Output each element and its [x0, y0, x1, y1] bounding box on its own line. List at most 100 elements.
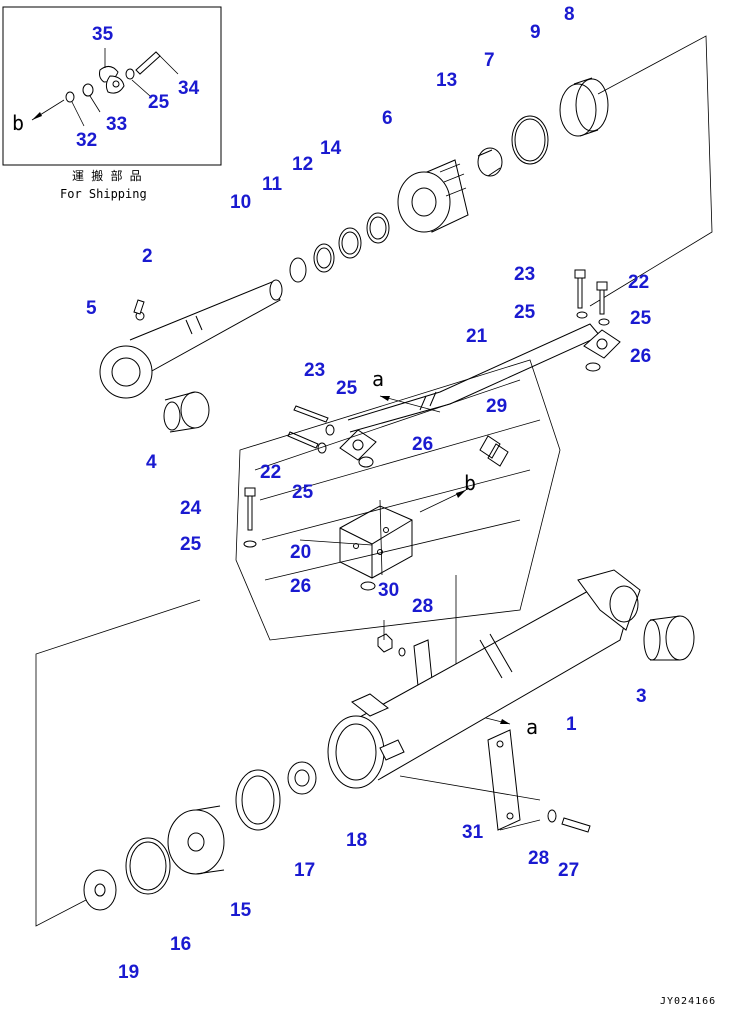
- callout-26b: 26: [412, 434, 433, 455]
- callout-5: 5: [86, 298, 97, 319]
- nut-icon: [82, 83, 94, 97]
- callout-29: 29: [486, 396, 507, 417]
- clamp-half-icon: [105, 75, 125, 94]
- bolt-icon: [287, 431, 319, 449]
- seal-ring: [125, 837, 171, 895]
- bolt-icon: [247, 495, 253, 531]
- nut-icon: [377, 633, 393, 653]
- callout-31: 31: [462, 822, 484, 843]
- callout-3: 3: [636, 686, 647, 707]
- callout-10: 10: [230, 192, 251, 213]
- bolt-icon: [599, 289, 605, 315]
- callout-2: 2: [142, 246, 153, 267]
- callout-12: 12: [292, 154, 313, 175]
- cylinder-assembly: [35, 569, 695, 927]
- view-ref-a-top: a: [372, 367, 384, 391]
- o-ring: [511, 115, 549, 165]
- inset-ref-letter: b: [12, 111, 24, 135]
- piston: [167, 809, 225, 875]
- callout-6: 6: [382, 108, 393, 129]
- callout-18: 18: [346, 830, 367, 851]
- flange: [583, 329, 621, 359]
- ring: [338, 227, 362, 259]
- callout-4: 4: [146, 452, 157, 473]
- callout-26a: 26: [630, 346, 651, 367]
- snap-ring: [289, 257, 307, 283]
- flange: [351, 693, 389, 717]
- callout-13: 13: [436, 70, 457, 91]
- o-ring-icon: [585, 362, 601, 372]
- callout-20: 20: [290, 542, 311, 563]
- callout-27: 27: [558, 860, 579, 881]
- callout-8: 8: [564, 4, 575, 25]
- callout-25d: 25: [292, 482, 314, 503]
- callout-30: 30: [378, 580, 399, 601]
- callout-25b: 25: [630, 308, 652, 329]
- callout-28b: 28: [528, 848, 549, 869]
- washer-icon: [576, 311, 588, 319]
- piping-assembly: a b a: [235, 269, 621, 739]
- inset-label-jp: 運 搬 部 品: [72, 168, 142, 183]
- callout-25a: 25: [514, 302, 536, 323]
- washer-icon: [598, 318, 610, 326]
- bolt-icon: [293, 405, 329, 423]
- view-ref-a-bottom: a: [526, 715, 538, 739]
- collar: [477, 147, 503, 177]
- washer-icon: [547, 809, 557, 823]
- bushing: [665, 615, 695, 661]
- callout-23a: 23: [514, 264, 535, 285]
- callout-25c: 25: [336, 378, 358, 399]
- mounting-bracket: [487, 729, 521, 831]
- washer-icon: [65, 91, 75, 103]
- pipe: [347, 323, 601, 433]
- callout-32: 32: [76, 130, 97, 151]
- callout-21: 21: [466, 326, 488, 347]
- rod-assembly: [99, 35, 713, 433]
- washer-icon: [243, 540, 257, 548]
- callout-35: 35: [92, 24, 114, 45]
- wear-ring: [235, 769, 281, 831]
- callout-22b: 22: [260, 462, 281, 483]
- callout-24: 24: [180, 498, 202, 519]
- callout-17: 17: [294, 860, 315, 881]
- backup-ring: [559, 83, 597, 137]
- callout-15: 15: [230, 900, 252, 921]
- ring: [313, 243, 335, 273]
- callouts: 1 2 3 4 5 6 7 8 9 10 11 12 13 14 15 16 1…: [76, 4, 652, 983]
- o-ring-icon: [360, 581, 376, 591]
- cylinder-bottom-eye: [577, 569, 641, 631]
- ring: [366, 212, 390, 244]
- callout-25e: 25: [180, 534, 202, 555]
- washer-icon: [125, 68, 135, 80]
- callout-22a: 22: [628, 272, 649, 293]
- callout-19: 19: [118, 962, 139, 983]
- bolt-icon: [577, 277, 583, 309]
- callout-25f: 25: [148, 92, 170, 113]
- callout-11: 11: [262, 174, 283, 195]
- flange: [339, 429, 377, 461]
- drawing-ref: JY024166: [660, 996, 716, 1007]
- callout-33: 33: [106, 114, 127, 135]
- callout-14: 14: [320, 138, 342, 159]
- callout-28a: 28: [412, 596, 433, 617]
- callout-7: 7: [484, 50, 495, 71]
- callout-23b: 23: [304, 360, 325, 381]
- callout-9: 9: [530, 22, 541, 43]
- washer-icon: [317, 442, 327, 454]
- clamp: [479, 435, 509, 467]
- cylinder-head: [575, 78, 609, 132]
- shipping-inset: b 運 搬 部 品 For Shipping: [2, 6, 222, 201]
- nut-icon: [287, 761, 317, 795]
- bolt-icon: [561, 817, 591, 833]
- washer-icon: [325, 424, 335, 436]
- washer: [83, 869, 117, 911]
- callout-26c: 26: [290, 576, 311, 597]
- callout-34: 34: [178, 78, 200, 99]
- washer-icon: [398, 647, 406, 657]
- callout-1: 1: [566, 714, 577, 735]
- o-ring-icon: [358, 456, 374, 468]
- view-ref-b: b: [464, 471, 476, 495]
- bushing: [180, 391, 210, 429]
- callout-16: 16: [170, 934, 191, 955]
